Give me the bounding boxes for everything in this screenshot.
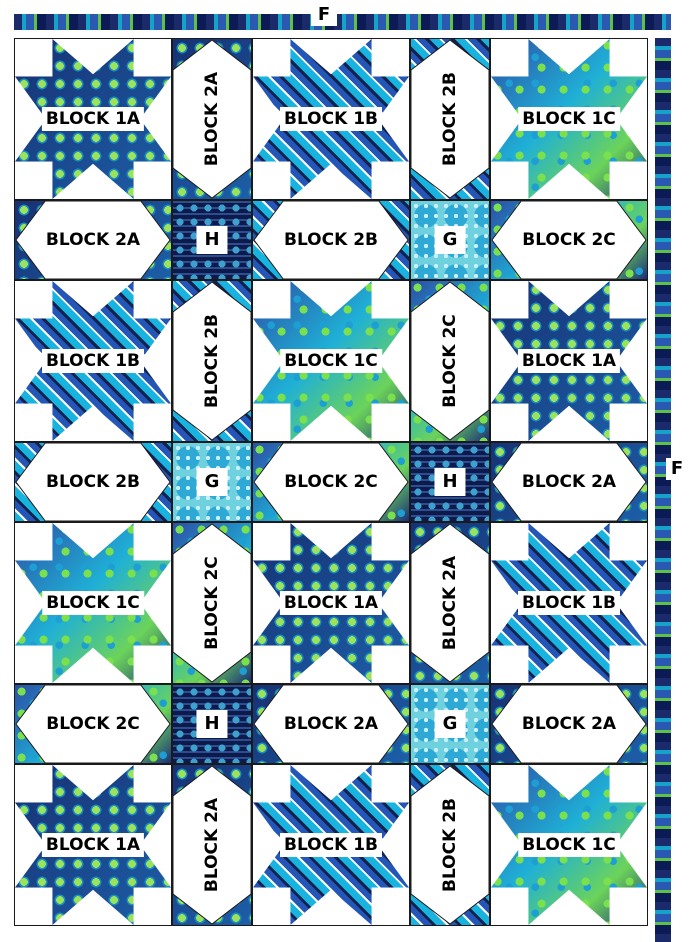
border-f-right	[655, 38, 671, 942]
block-label: BLOCK 2C	[518, 228, 620, 252]
block-label: BLOCK 2A	[42, 228, 144, 252]
block-label: G	[435, 710, 466, 738]
quilt-block: BLOCK 2C	[172, 522, 252, 684]
block-label: BLOCK 2B	[280, 228, 382, 252]
quilt-block: BLOCK 2A	[172, 38, 252, 200]
quilt-block: BLOCK 1C	[490, 764, 648, 926]
block-label: BLOCK 1A	[518, 349, 620, 373]
quilt-block: BLOCK 2A	[252, 684, 410, 764]
block-label: BLOCK 2C	[438, 310, 462, 412]
block-label: BLOCK 2B	[42, 470, 144, 494]
quilt-block: BLOCK 2A	[14, 200, 172, 280]
quilt-block: BLOCK 1B	[14, 280, 172, 442]
block-label: BLOCK 1A	[42, 107, 144, 131]
quilt-block: BLOCK 2C	[14, 684, 172, 764]
block-label: BLOCK 2C	[280, 470, 382, 494]
quilt-block: BLOCK 2A	[172, 764, 252, 926]
block-label: H	[434, 468, 465, 496]
setting-square: H	[172, 684, 252, 764]
quilt-block: BLOCK 2B	[172, 280, 252, 442]
quilt-block: BLOCK 2A	[410, 522, 490, 684]
block-label: BLOCK 2C	[42, 712, 144, 736]
block-label: BLOCK 1C	[280, 349, 382, 373]
quilt-block: BLOCK 1C	[14, 522, 172, 684]
quilt-block: BLOCK 2B	[410, 764, 490, 926]
block-label: BLOCK 1C	[42, 591, 144, 615]
block-label: BLOCK 1B	[42, 349, 144, 373]
block-label: H	[196, 710, 227, 738]
block-label: BLOCK 2A	[438, 552, 462, 654]
border-label-right: F	[666, 458, 688, 480]
quilt-block: BLOCK 1A	[490, 280, 648, 442]
block-label: G	[435, 226, 466, 254]
block-label: BLOCK 2A	[200, 68, 224, 170]
quilt-block: BLOCK 1B	[490, 522, 648, 684]
quilt-block: BLOCK 2B	[252, 200, 410, 280]
block-label: BLOCK 1C	[518, 833, 620, 857]
block-label: BLOCK 2B	[200, 310, 224, 412]
block-label: H	[196, 226, 227, 254]
block-label: BLOCK 2B	[438, 68, 462, 170]
block-label: BLOCK 2A	[518, 712, 620, 736]
block-label: BLOCK 2B	[438, 794, 462, 896]
quilt-block: BLOCK 1C	[252, 280, 410, 442]
quilt-block: BLOCK 2C	[410, 280, 490, 442]
quilt-block: BLOCK 1C	[490, 38, 648, 200]
setting-square: H	[172, 200, 252, 280]
block-label: G	[197, 468, 228, 496]
quilt-block: BLOCK 2B	[14, 442, 172, 522]
quilt-block: BLOCK 1A	[14, 764, 172, 926]
setting-square: G	[410, 200, 490, 280]
quilt-block: BLOCK 1B	[252, 764, 410, 926]
block-label: BLOCK 1B	[518, 591, 620, 615]
quilt-block: BLOCK 2B	[410, 38, 490, 200]
quilt-block: BLOCK 2A	[490, 442, 648, 522]
block-label: BLOCK 2A	[518, 470, 620, 494]
quilt-block: BLOCK 2C	[490, 200, 648, 280]
quilt-block: BLOCK 1B	[252, 38, 410, 200]
quilt-block: BLOCK 1A	[252, 522, 410, 684]
setting-square: G	[172, 442, 252, 522]
block-label: BLOCK 1C	[518, 107, 620, 131]
block-label: BLOCK 2C	[200, 552, 224, 654]
border-label-top: F	[311, 4, 337, 26]
block-label: BLOCK 2A	[200, 794, 224, 896]
quilt-block: BLOCK 2A	[490, 684, 648, 764]
block-label: BLOCK 2A	[280, 712, 382, 736]
border-f-top	[14, 14, 671, 30]
setting-square: H	[410, 442, 490, 522]
block-label: BLOCK 1A	[280, 591, 382, 615]
block-label: BLOCK 1A	[42, 833, 144, 857]
quilt-block: BLOCK 1A	[14, 38, 172, 200]
block-label: BLOCK 1B	[280, 833, 382, 857]
setting-square: G	[410, 684, 490, 764]
quilt-block: BLOCK 2C	[252, 442, 410, 522]
block-label: BLOCK 1B	[280, 107, 382, 131]
